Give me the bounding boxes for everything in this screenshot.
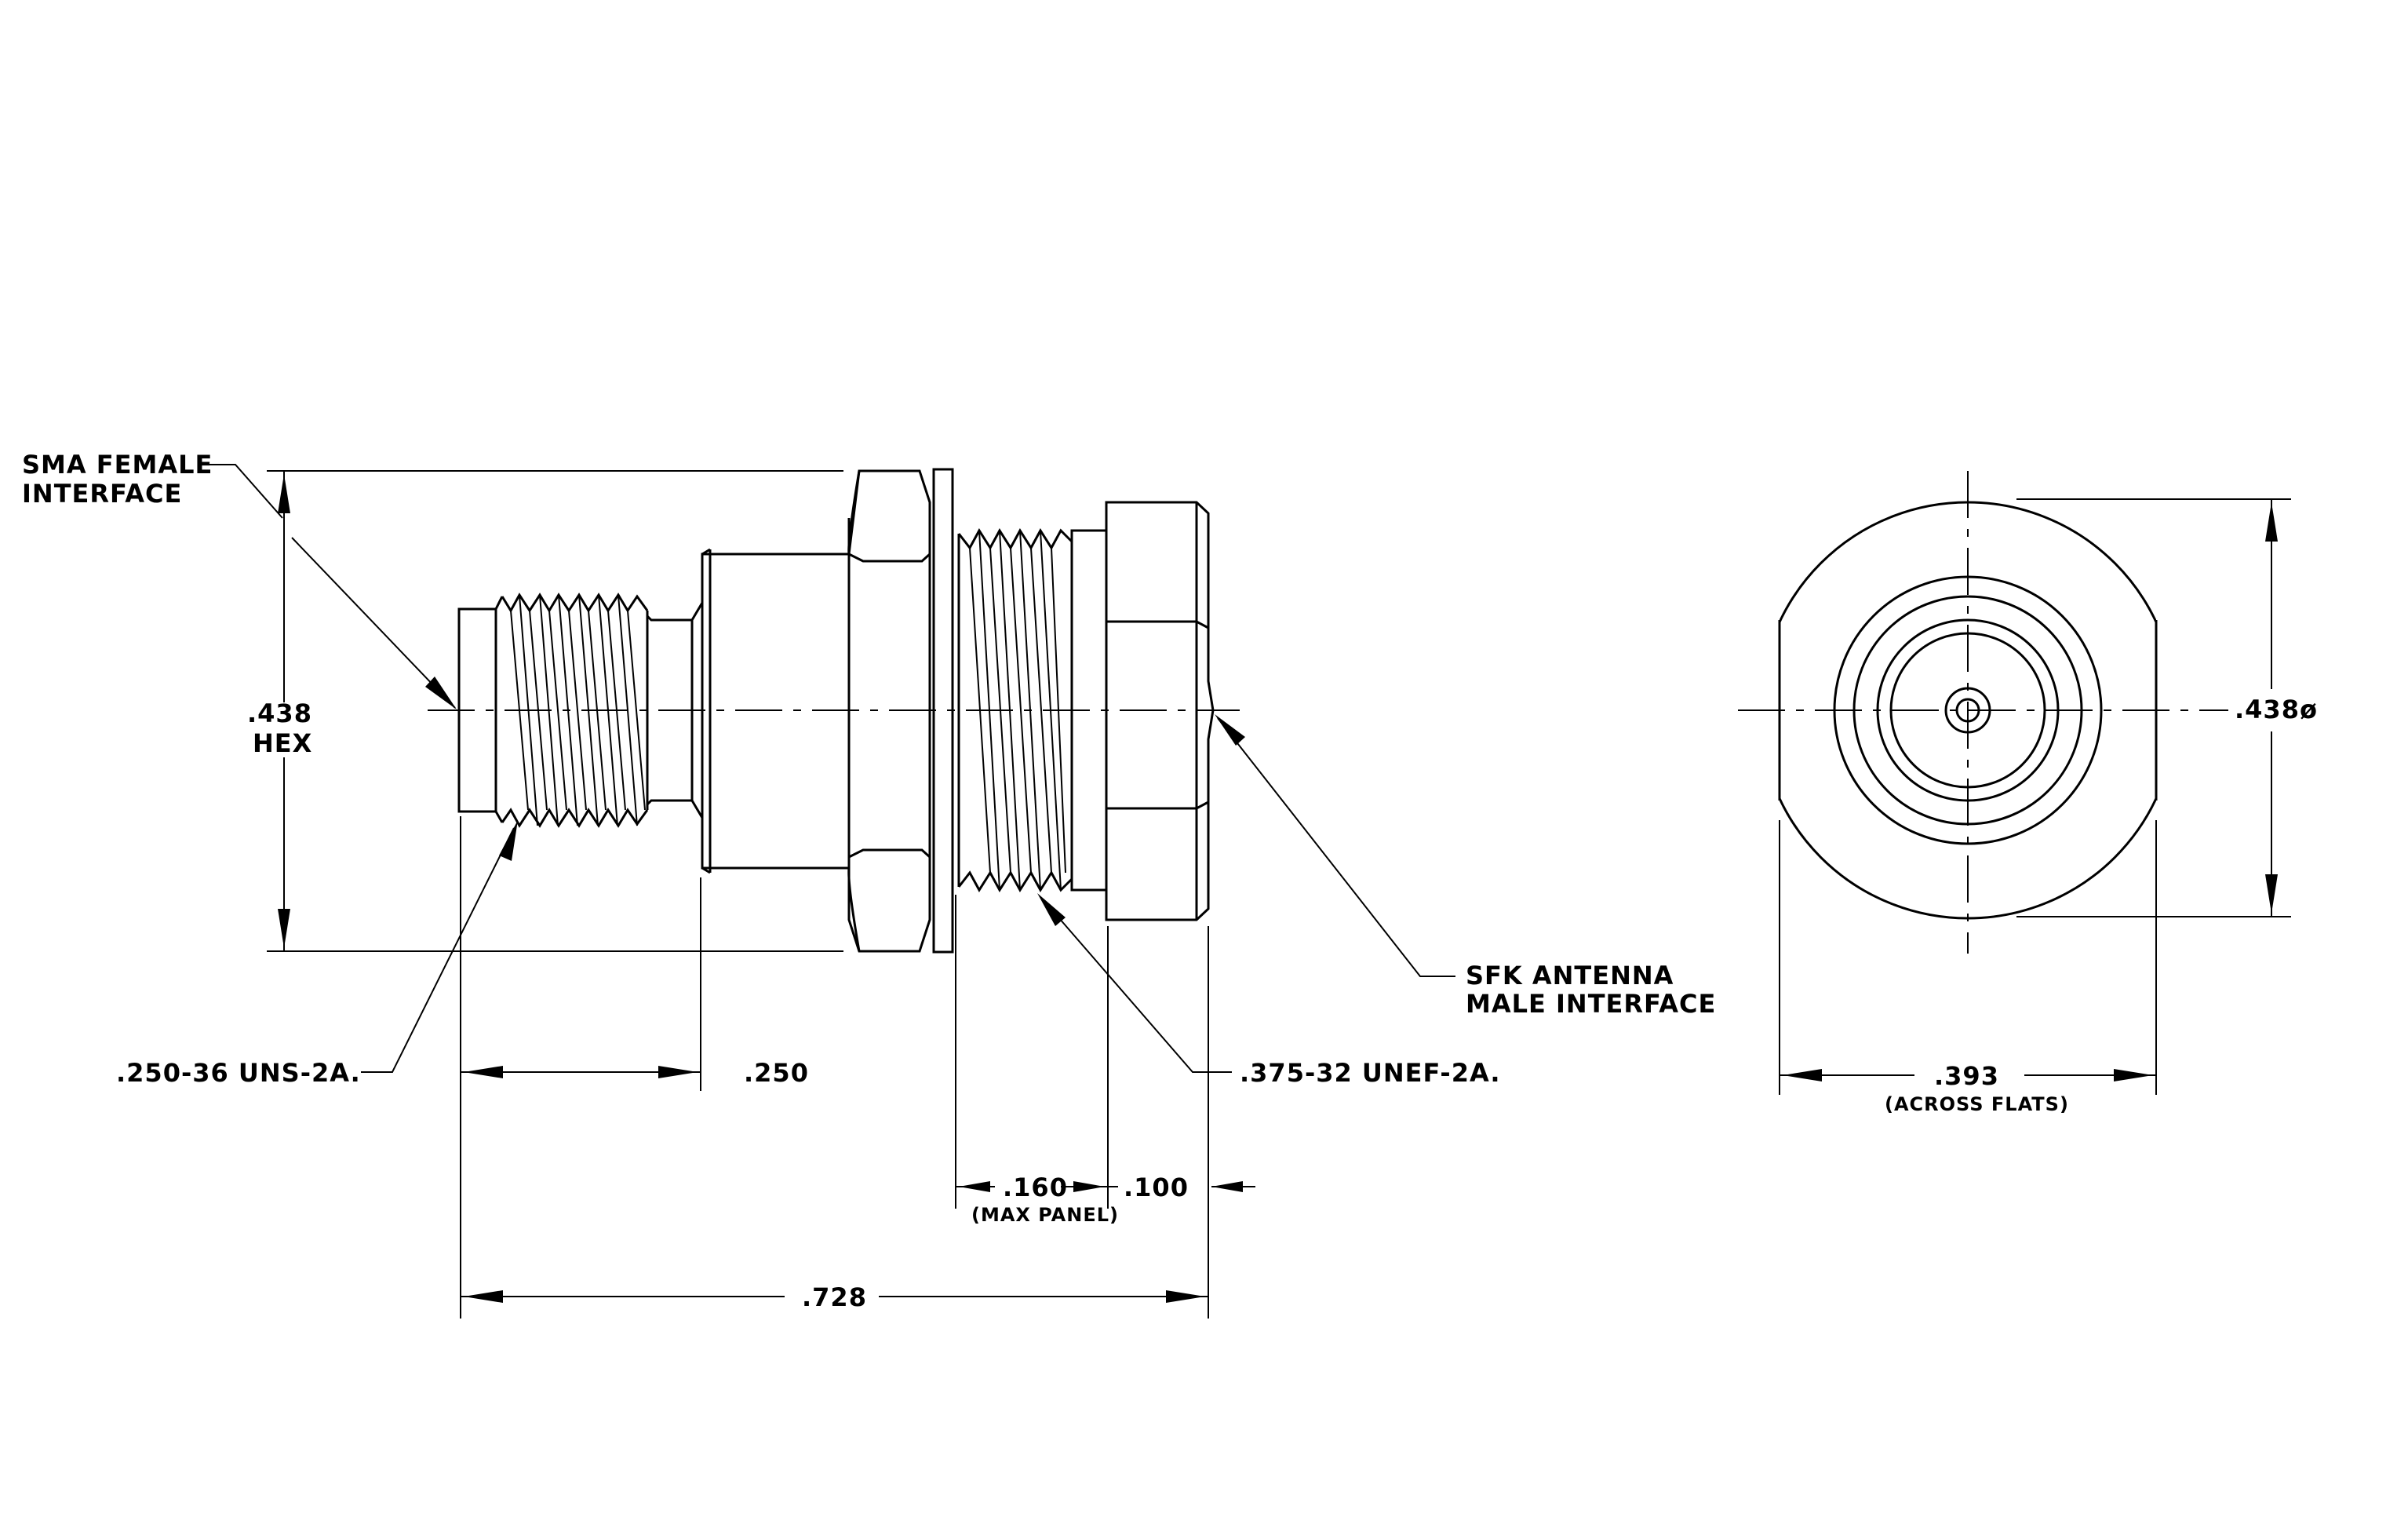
dim-438-dia <box>2016 498 2291 917</box>
dim-160-label: .160 <box>1003 1173 1068 1202</box>
sma-label-line2: INTERFACE <box>22 479 182 509</box>
sfk-leader <box>1217 717 1455 977</box>
dim-panel <box>955 895 1255 1319</box>
large-thread-leader <box>1043 899 1232 1073</box>
sma-arrow-line <box>291 537 456 709</box>
outer-circle <box>1780 501 2156 920</box>
sfk-label-line1: SFK ANTENNA <box>1466 961 1674 990</box>
dim-hex-vertical <box>267 470 843 952</box>
small-thread-leader <box>361 827 515 1073</box>
sma-label-line1: SMA FEMALE <box>22 450 213 480</box>
dim-728-label: .728 <box>802 1282 867 1312</box>
dim-250 <box>460 816 701 1319</box>
hex-nut <box>847 469 931 953</box>
dim-728 <box>461 1290 1208 1303</box>
end-view: .438ø .393 (ACROSS FLATS) <box>1738 471 2318 1115</box>
dim-250-label: .250 <box>744 1058 809 1088</box>
side-view: .438 HEX SMA FEMALE INTERFACE .250-36 UN… <box>22 450 1716 1319</box>
dim-393 <box>1779 820 2157 1095</box>
across-flats-label: (ACROSS FLATS) <box>1885 1093 2069 1115</box>
ring-2 <box>1852 595 2083 826</box>
small-thread-label: .250-36 UNS-2A. <box>116 1058 361 1088</box>
dim-393-label: .393 <box>1934 1061 1999 1091</box>
max-panel-label: (MAX PANEL) <box>971 1204 1119 1226</box>
washer <box>932 468 954 954</box>
pin-outer <box>1944 687 1991 734</box>
large-thread <box>957 528 1108 892</box>
large-thread-label: .375-32 UNEF-2A. <box>1240 1058 1500 1088</box>
pin-inner <box>1955 698 1980 723</box>
rear-hex <box>1105 501 1215 921</box>
small-thread <box>494 593 649 828</box>
ring-3 <box>1876 618 2060 802</box>
ring-1 <box>1833 575 2103 845</box>
sfk-label-line2: MALE INTERFACE <box>1466 989 1716 1019</box>
dim-100-label: .100 <box>1124 1173 1189 1202</box>
neck <box>646 615 694 806</box>
hex-word-label: HEX <box>253 728 312 758</box>
hex-dim-label: .438 <box>247 698 312 728</box>
sma-leader <box>202 464 283 519</box>
ring-4 <box>1889 632 2046 789</box>
dia-438-label: .438ø <box>2235 695 2318 724</box>
